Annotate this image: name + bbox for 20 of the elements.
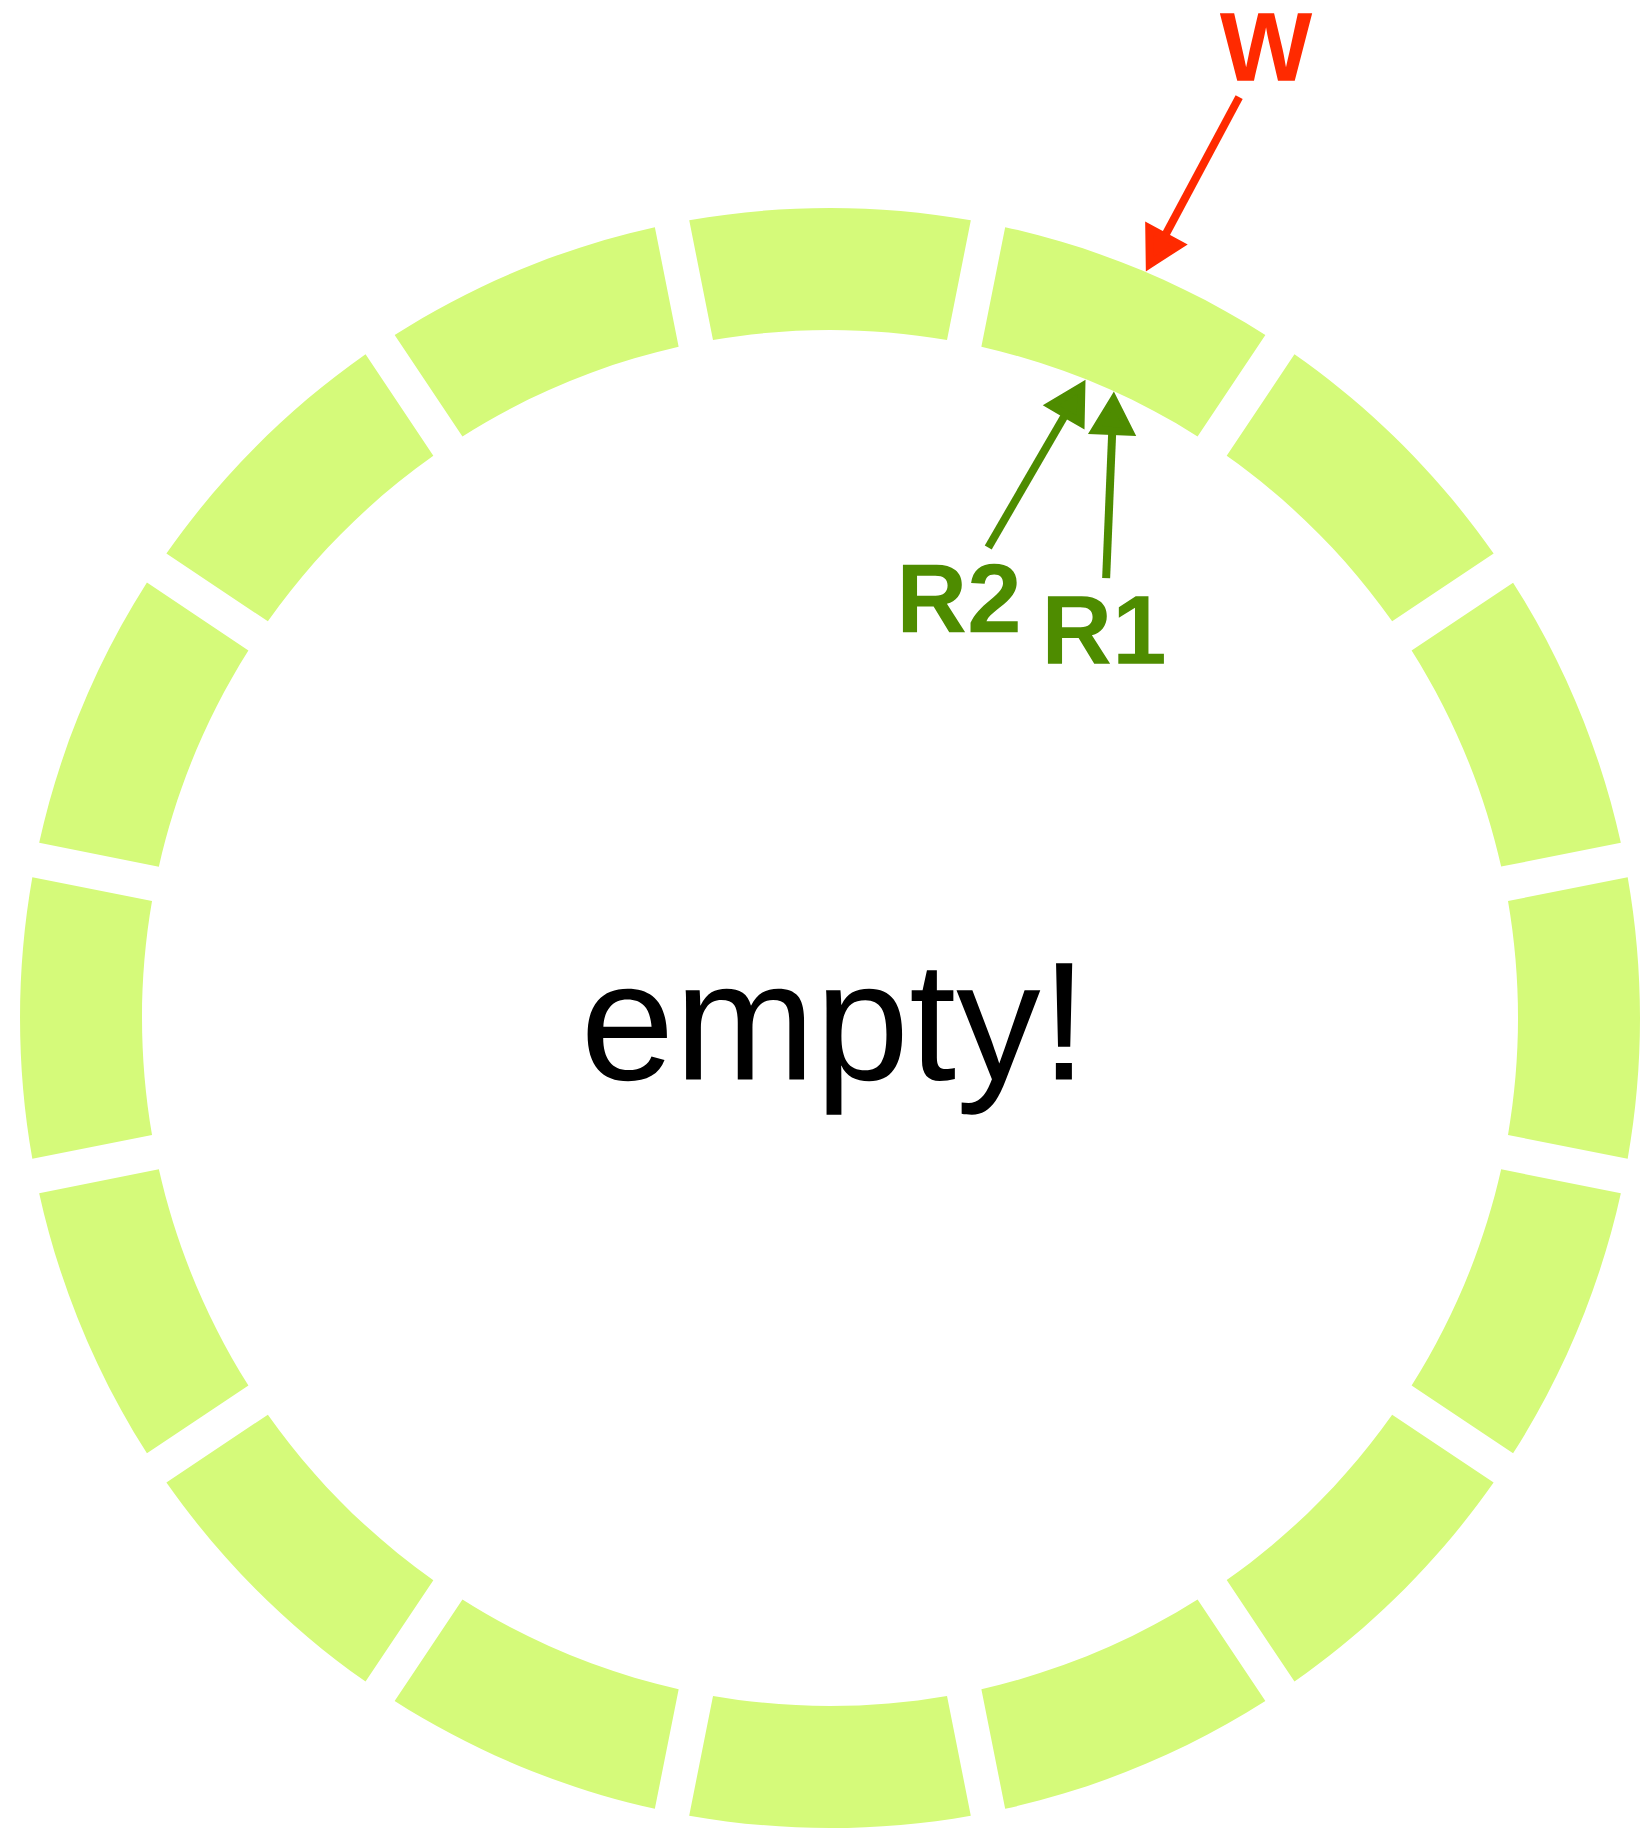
ring-segment (1226, 1414, 1494, 1682)
ring-segment (1226, 354, 1494, 622)
ring-segment (689, 208, 971, 340)
center-text: empty! (587, 963, 1073, 1115)
ring-segment (1411, 1169, 1621, 1454)
ring-segment (1508, 877, 1640, 1159)
text-label: R1 (1047, 596, 1164, 664)
ring-segment (981, 1599, 1266, 1809)
ring-segment (689, 1696, 971, 1828)
ring-segment (20, 877, 152, 1159)
ring-segment (166, 354, 434, 622)
text-label: R2 (902, 563, 1018, 633)
ring-segment (39, 582, 249, 867)
ring-segment (166, 1414, 434, 1682)
ring-segment (1411, 582, 1621, 867)
ring-segment (981, 227, 1266, 437)
ring-segment (394, 227, 679, 437)
text-label: W (1219, 13, 1313, 81)
ring-segment (39, 1169, 249, 1454)
ring-segment (394, 1599, 679, 1809)
